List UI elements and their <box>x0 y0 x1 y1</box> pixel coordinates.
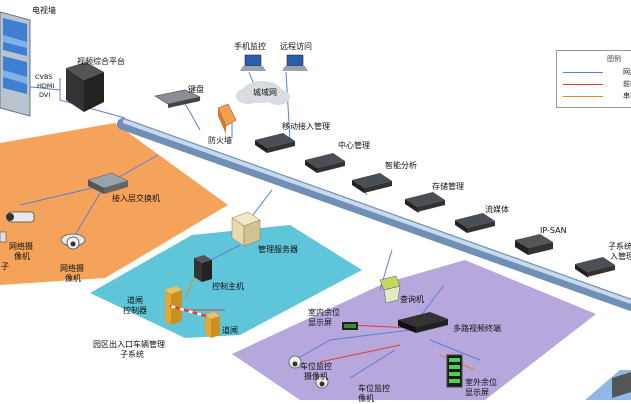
label-parking-cam-1a: 车位监控 <box>300 362 332 371</box>
label-subsystem-access-2: 入管理 <box>610 252 631 261</box>
label-mobile-monitor: 手机监控 <box>234 42 266 51</box>
legend-line-network <box>563 72 603 73</box>
label-keyboard: 键盘 <box>188 85 204 94</box>
label-outdoor-display-b: 显示屏 <box>465 388 489 397</box>
region-teal <box>90 225 362 338</box>
label-center-mgmt: 中心管理 <box>338 141 370 150</box>
legend: 图例 网线 前端 串口 <box>556 50 631 108</box>
barrier-gate-icon <box>169 304 220 338</box>
wan-cloud-icon <box>236 81 290 105</box>
firewall-icon <box>217 103 237 134</box>
label-wan: 城域网 <box>253 88 277 97</box>
legend-line-front <box>563 84 603 85</box>
label-gate-controller-a: 道闸 <box>127 296 143 305</box>
corner-device-icon <box>612 372 631 398</box>
label-parking-cam-2a: 车位监控 <box>358 384 390 393</box>
label-tv-wall: 电视墙 <box>32 6 56 15</box>
network-camera-icon-1 <box>6 211 35 223</box>
storage-mgmt-server-icon <box>405 192 445 212</box>
label-parking-cam-2b: 像机 <box>358 394 374 403</box>
label-multi-video-terminal: 多路视频终端 <box>453 324 501 333</box>
camera-left-edge-icon <box>0 231 7 243</box>
legend-label-front: 前端 <box>623 80 631 88</box>
legend-title: 图例 <box>607 55 621 63</box>
legend-row-network: 网线 <box>563 67 631 77</box>
tv-wall-icon <box>0 11 31 117</box>
ip-san-icon <box>515 234 553 255</box>
smart-analysis-server-icon <box>352 173 392 193</box>
label-cvbs: CVBS <box>35 73 53 81</box>
subsystem-access-server-icon <box>575 257 615 277</box>
legend-label-network: 网线 <box>623 68 631 76</box>
label-access-switch: 接入层交换机 <box>112 194 160 203</box>
label-hdmi: HDMI <box>37 82 55 90</box>
indoor-display-icon <box>342 322 358 330</box>
label-network-cam-1a: 网络摄 <box>9 242 33 251</box>
center-mgmt-server-icon <box>305 153 345 173</box>
label-query-machine: 查询机 <box>400 295 424 304</box>
legend-line-serial <box>563 96 603 97</box>
label-park-subsystem-a: 园区出入口车辆管理 <box>93 340 165 349</box>
query-machine-icon <box>379 275 401 304</box>
region-orange <box>0 123 228 285</box>
mobile-access-server-icon <box>255 133 295 153</box>
mobile-monitor-icon <box>240 54 266 71</box>
label-subsystem-access-1: 子系统 <box>608 242 631 251</box>
label-mobile-access: 移动接入管理 <box>282 122 330 131</box>
label-streaming: 流媒体 <box>485 205 509 214</box>
management-server-icon <box>231 211 261 247</box>
label-indoor-display-b: 显示屏 <box>308 318 332 327</box>
dome-camera-icon <box>60 233 86 250</box>
label-outdoor-display-a: 室外余位 <box>465 378 497 387</box>
label-storage-mgmt: 存储管理 <box>432 182 464 191</box>
label-park-subsystem-b: 子系统 <box>120 350 144 359</box>
access-switch-icon <box>87 172 129 194</box>
label-network-cam-2b: 像机 <box>65 274 81 283</box>
keyboard-icon <box>154 89 201 108</box>
label-network-cam-2a: 网络摄 <box>60 264 84 273</box>
label-ipsan: IP-SAN <box>540 226 567 235</box>
control-host-icon <box>194 255 212 282</box>
label-video-platform: 视频综合平台 <box>77 57 125 66</box>
streaming-server-icon <box>455 213 495 233</box>
front-lines <box>185 309 411 363</box>
label-remote-access: 远程访问 <box>280 42 312 51</box>
label-control-host: 控制主机 <box>212 282 244 291</box>
gate-controller-icon <box>165 286 182 325</box>
video-platform-icon <box>66 62 104 112</box>
parking-camera-icon-1 <box>288 355 302 369</box>
label-gate-controller-b: 控制器 <box>123 306 147 315</box>
multi-video-terminal-icon <box>398 312 448 333</box>
label-zi: 子 <box>1 262 9 271</box>
label-network-cam-1b: 像机 <box>14 252 30 261</box>
label-smart-analysis: 智能分析 <box>385 161 417 170</box>
label-parking-cam-1b: 摄像机 <box>304 372 328 381</box>
label-mgmt-server: 管理服务器 <box>258 245 298 254</box>
parking-camera-icon-2 <box>315 375 329 389</box>
backbone-pipe <box>117 118 631 311</box>
legend-row-serial: 串口 <box>563 91 631 101</box>
legend-label-serial: 串口 <box>623 92 631 100</box>
legend-row-front: 前端 <box>563 79 631 89</box>
label-firewall: 防火墙 <box>208 136 232 145</box>
outdoor-display-icon <box>446 354 463 388</box>
label-indoor-display-a: 室内余位 <box>308 308 340 317</box>
remote-access-icon <box>282 54 308 71</box>
label-dvi: DVI <box>39 91 51 99</box>
label-barrier: 道闸 <box>222 326 238 335</box>
